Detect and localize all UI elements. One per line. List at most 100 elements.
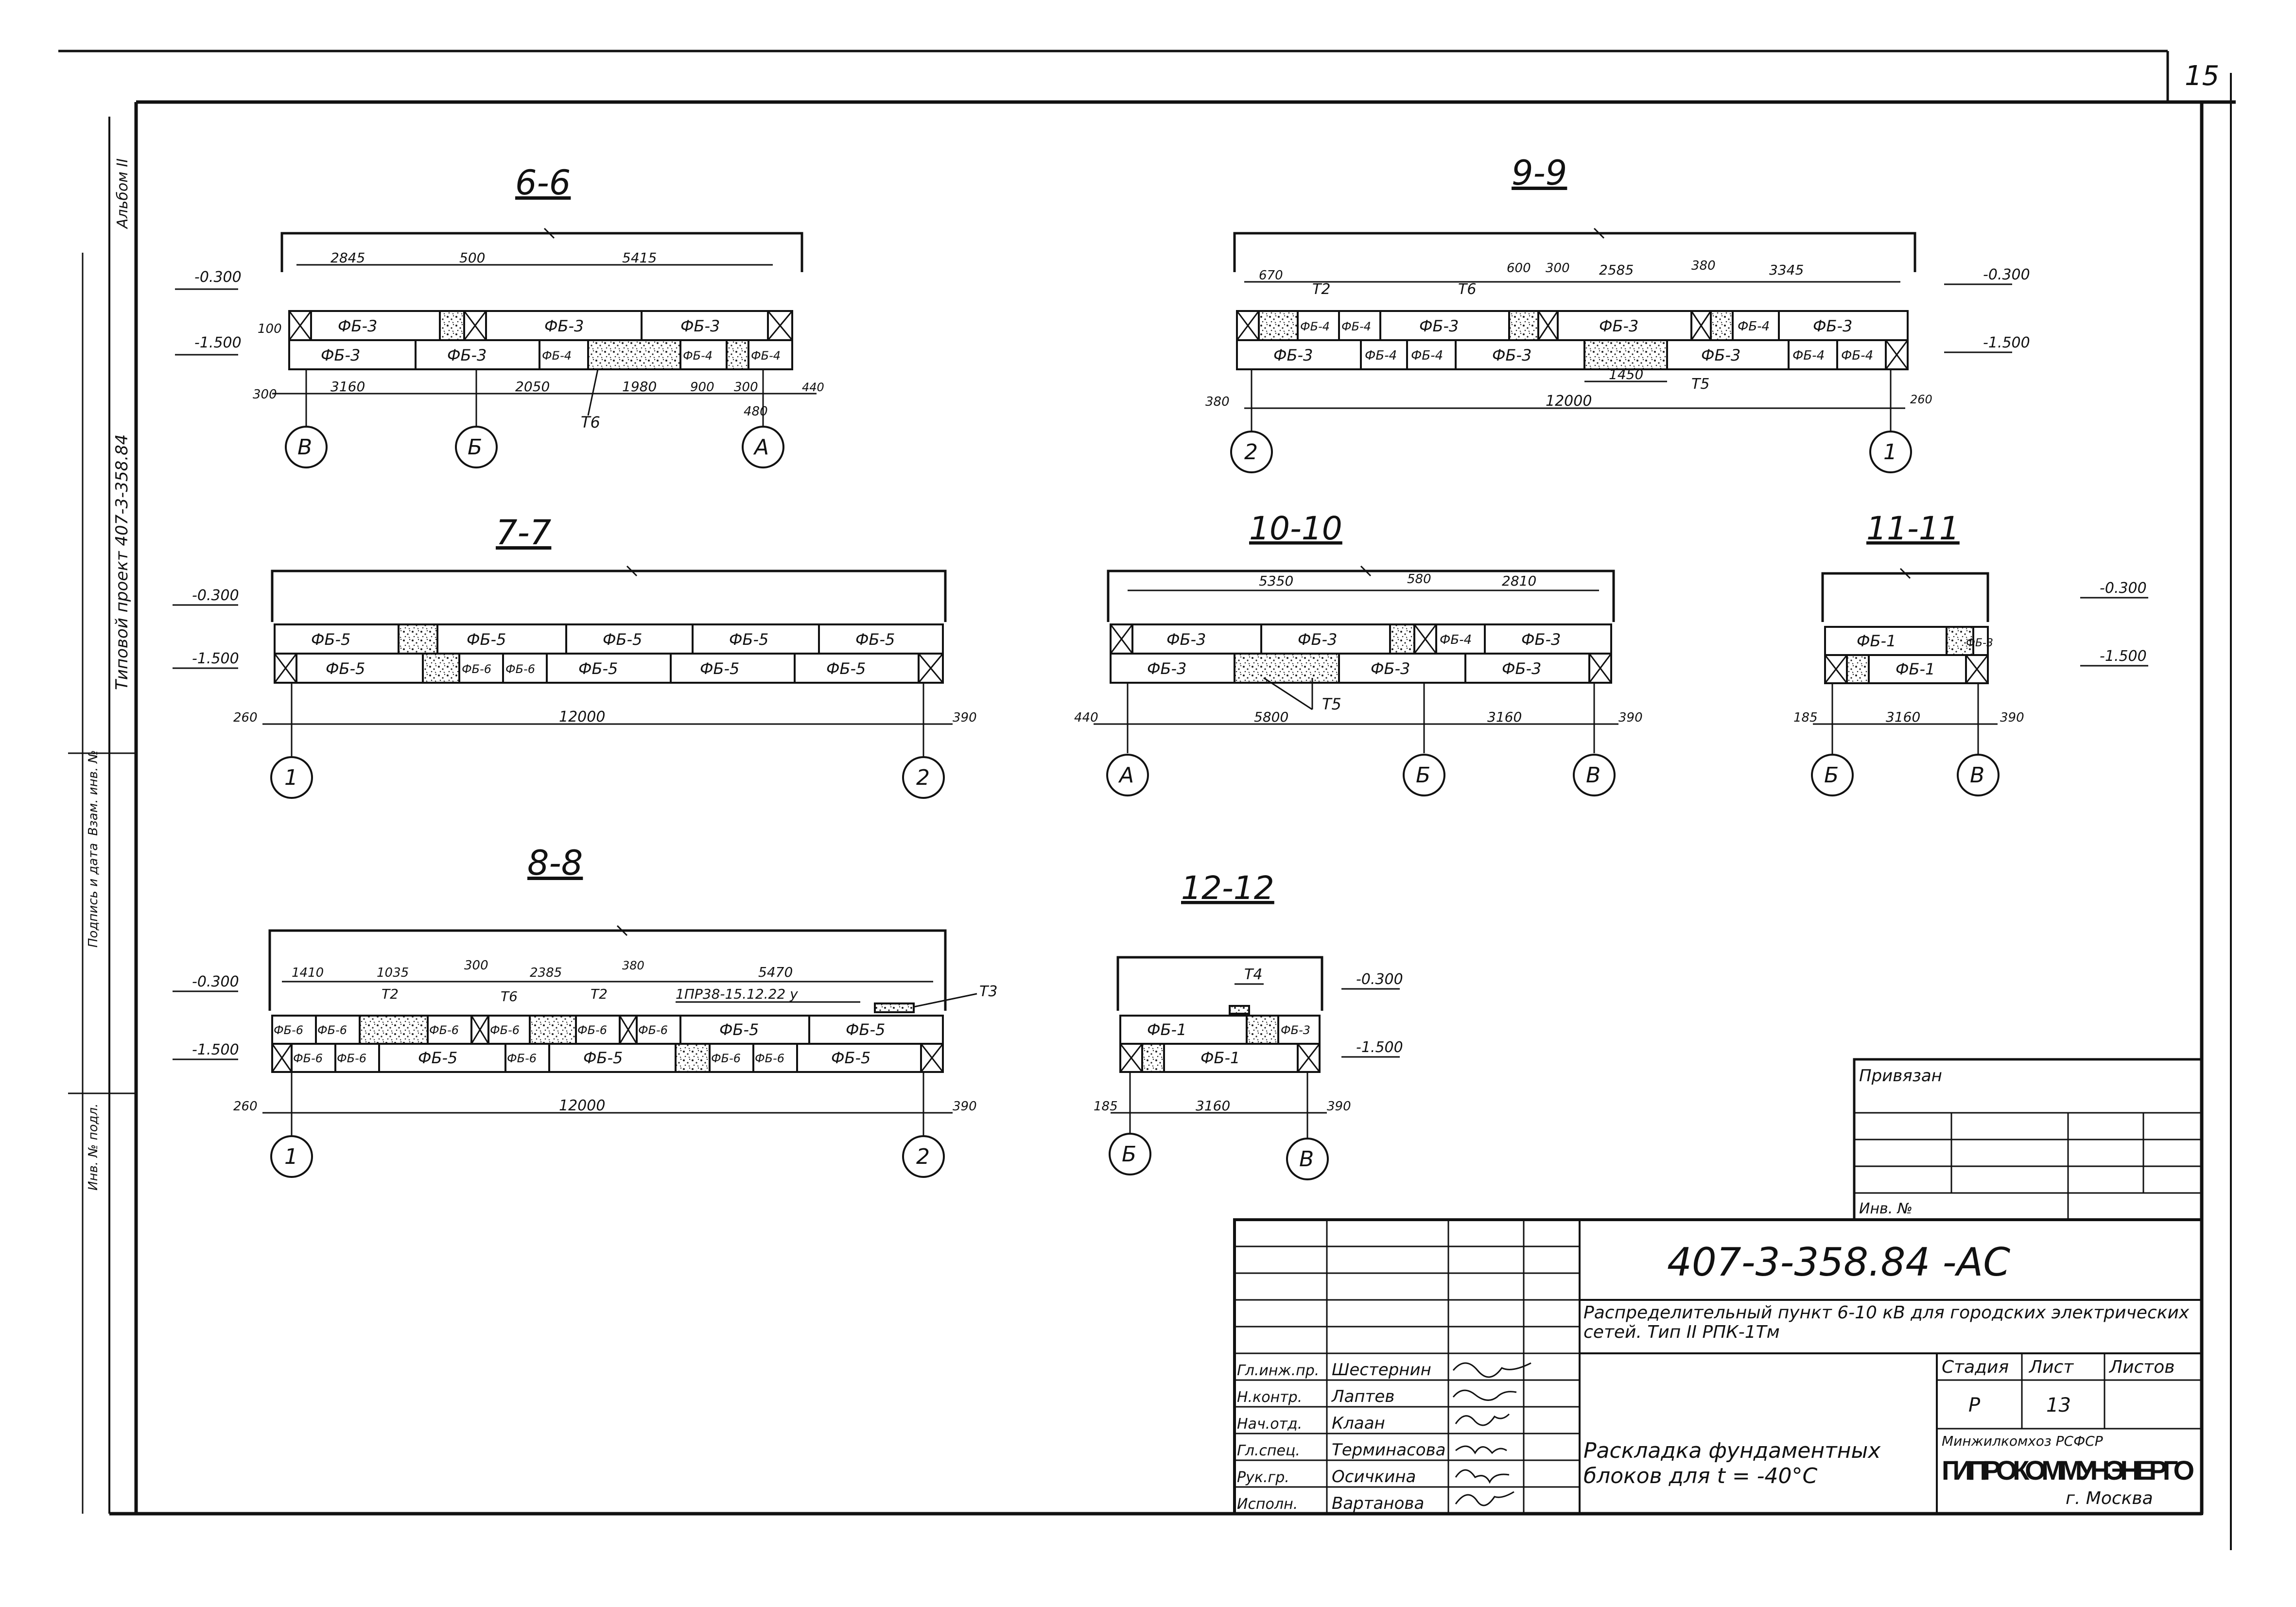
block-fb [1484, 623, 1612, 655]
block-fb [1824, 626, 1948, 656]
axis-label: 1 [284, 765, 298, 790]
stage-value: Р [1968, 1394, 1981, 1417]
axis-label: В [1586, 763, 1600, 788]
dim: 390 [1327, 1099, 1351, 1114]
dim: 300 [464, 958, 488, 973]
dim: 600 [1507, 261, 1531, 276]
concrete-fill [1141, 1043, 1165, 1073]
block-fb [670, 653, 796, 684]
dim: 185 [1793, 710, 1818, 725]
dim: 500 [459, 250, 485, 266]
block-label: ФБ-3 [1281, 1023, 1310, 1037]
dim: 260 [233, 1099, 258, 1114]
block-label: ФБ-3 [1492, 346, 1531, 364]
section-title: 11-11 [1866, 510, 1960, 547]
axis-label: В [1970, 763, 1984, 788]
block-label: ФБ-5 [418, 1049, 457, 1067]
section-title: 6-6 [515, 163, 571, 203]
staff-name: Лаптев [1331, 1387, 1394, 1406]
block-fb [291, 1043, 336, 1073]
dim: 12000 [559, 1097, 605, 1114]
axis-label: Б [1416, 763, 1430, 788]
level-label: -0.300 [1983, 266, 2030, 283]
section-10-10: 10-10 5350 580 2810 ФБ-3 ФБ-3 ФБ-4 ФБ-3 … [1074, 510, 1643, 796]
axis-label: 2 [916, 765, 930, 790]
dim: 1980 [622, 379, 657, 395]
concrete-fill [398, 623, 438, 655]
concrete-fill [359, 1015, 429, 1045]
block-fb [679, 1015, 810, 1045]
block-label: ФБ-5 [729, 630, 768, 649]
block-fb [1338, 653, 1466, 684]
dim: 5800 [1254, 709, 1288, 725]
block-label: ФБ-3 [1966, 637, 1993, 649]
callout: Т2 [591, 986, 608, 1002]
dim: 185 [1094, 1099, 1118, 1114]
axis-label: А [1118, 763, 1134, 788]
block-label: ФБ-1 [1896, 660, 1935, 678]
level-label: -0.300 [2100, 580, 2147, 597]
staff-name: Осичкина [1332, 1467, 1416, 1486]
block-label: ФБ-6 [462, 662, 491, 676]
axis-label: 1 [1883, 440, 1897, 465]
staff-role: Гл.спец. [1237, 1442, 1300, 1459]
side-stamp-project: Типовой проект 407-3-358.84 [112, 434, 132, 690]
block-label: ФБ-5 [855, 630, 895, 649]
sheet-header: Лист [2028, 1357, 2074, 1377]
dim: 380 [1691, 259, 1716, 273]
block-fb [1131, 623, 1262, 655]
dim: 2585 [1599, 262, 1634, 278]
dim: 1410 [292, 966, 324, 980]
block-label: ФБ-6 [337, 1052, 366, 1065]
block-fb [1360, 339, 1408, 370]
callout: Т3 [979, 983, 997, 1000]
level-label: -1.500 [192, 650, 239, 667]
section-title: 10-10 [1249, 510, 1342, 547]
block-label: ФБ-6 [293, 1052, 323, 1065]
block-label: ФБ-6 [490, 1023, 520, 1037]
dim: 3160 [330, 379, 365, 395]
title-block: 407-3-358.84 -АС Распределительный пункт… [1233, 1218, 2203, 1515]
axis-label: 2 [916, 1144, 930, 1169]
block-fb [808, 1015, 944, 1045]
block-label: ФБ-6 [638, 1023, 668, 1037]
block-label: ФБ-5 [467, 630, 506, 649]
block-label: ФБ-5 [700, 659, 739, 678]
dim: 390 [953, 710, 977, 725]
staff-role: Н.контр. [1237, 1389, 1302, 1406]
side-stamp: Типовой проект 407-3-358.84 Альбом II Ин… [68, 117, 136, 1514]
sheet-title: Раскладка фундаментных блоков для t = -4… [1583, 1438, 1881, 1488]
block-label: ФБ-6 [274, 1023, 303, 1037]
block-fb [752, 1043, 798, 1073]
dim: 5350 [1259, 573, 1293, 589]
block-label: ФБ-6 [755, 1052, 784, 1065]
block-fb [458, 653, 504, 684]
block-label: ФБ-5 [578, 659, 618, 678]
section-title: 9-9 [1512, 153, 1567, 193]
block-label: ФБ-4 [1738, 319, 1770, 334]
concrete-fill [1234, 653, 1340, 684]
concrete-fill [422, 653, 460, 684]
block-label: ФБ-4 [683, 349, 713, 363]
block-label: ФБ-3 [338, 317, 377, 335]
section-6-6: 6-6 2845 500 5415 -0.300 -1.500 100 ФБ-3… [175, 163, 824, 468]
block-label: ФБ-4 [751, 349, 781, 363]
dim: 3160 [1196, 1098, 1230, 1114]
block-fb [1464, 653, 1590, 684]
block-fb [1260, 623, 1391, 655]
block-label: ФБ-5 [603, 630, 642, 649]
dim: 1450 [1609, 366, 1643, 382]
level-label: -0.300 [192, 973, 239, 990]
dim: 1035 [377, 966, 409, 980]
dim: 3160 [1487, 709, 1522, 725]
dim: 390 [1618, 710, 1643, 725]
block-fb [436, 623, 567, 655]
section-7-7: 7-7 -0.300 -1.500 ФБ-5 ФБ-5 ФБ-5 ФБ-5 ФБ… [173, 513, 977, 799]
block-label: ФБ-3 [321, 346, 360, 364]
axis-label: Б [1824, 763, 1839, 788]
callout: Т6 [1458, 281, 1476, 298]
block-label: ФБ-3 [1166, 630, 1206, 649]
block-fb [415, 339, 540, 370]
block-label: ФБ-3 [1701, 346, 1740, 364]
